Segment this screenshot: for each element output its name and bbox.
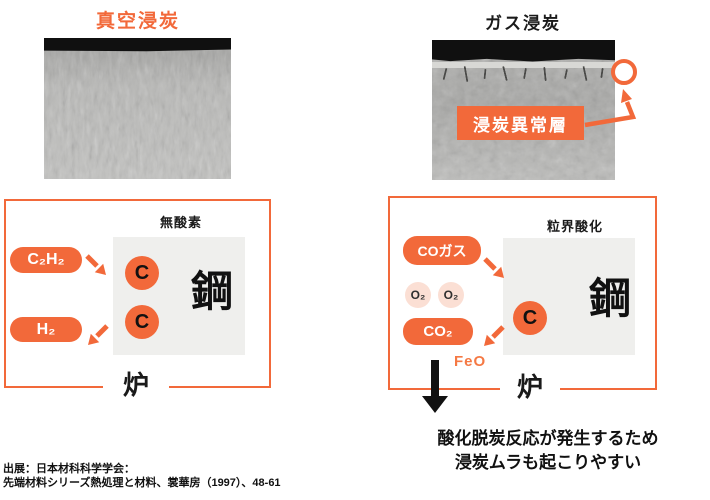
arrow-down-right-icon xyxy=(85,254,106,275)
acetylene-gas-pill: C₂H₂ xyxy=(10,247,82,273)
citation-line: 出展：日本材科科学学会： xyxy=(3,463,135,475)
furnace-label: 炉 xyxy=(500,370,560,406)
atmosphere-label: 粒界酸化 xyxy=(546,219,603,234)
steel-label: 鋼 xyxy=(588,275,631,322)
oxygen-molecule: O₂ xyxy=(438,282,464,308)
consequence-down-arrow-icon xyxy=(422,360,448,413)
abnormal-layer-label: 浸炭異常層 xyxy=(457,106,584,140)
annotation-arrow-icon xyxy=(584,89,637,128)
defect-marker-circle-icon xyxy=(611,59,637,85)
arrow-down-right-icon xyxy=(483,257,504,278)
co2-gas-pill: CO₂ xyxy=(403,318,473,345)
arrow-down-left-icon xyxy=(88,324,109,345)
gas-carburizing-title: ガス浸炭 xyxy=(485,14,561,33)
carbon-atom: C xyxy=(513,301,547,335)
citation-line: 先端材料シリーズ熱処理と材料、裳華房（1997）、48-61 xyxy=(3,477,281,489)
steel-block: 鋼 C xyxy=(503,238,635,355)
gas-carburizing-caption: 酸化脱炭反応が発生するため 浸炭ムラも起こりやすい xyxy=(398,427,698,475)
co-gas-pill: COガス xyxy=(403,236,481,265)
specimen-edge-band xyxy=(432,40,615,62)
micrograph-grain-texture xyxy=(44,38,231,179)
oxygen-molecule: O₂ xyxy=(405,282,431,308)
furnace-label: 炉 xyxy=(103,368,169,404)
steel-block: 鋼 C C xyxy=(113,237,245,355)
steel-label: 鋼 xyxy=(190,268,233,315)
hydrogen-gas-pill: H₂ xyxy=(10,317,82,342)
vacuum-carburizing-micrograph xyxy=(44,38,231,179)
carbon-atom: C xyxy=(125,256,159,290)
atmosphere-label: 無酸素 xyxy=(159,215,202,230)
source-citation: 出展：日本材科科学学会： 先端材料シリーズ熱処理と材料、裳華房（1997）、48… xyxy=(3,462,281,490)
carbon-atom: C xyxy=(125,305,159,339)
caption-line: 浸炭ムラも起こりやすい xyxy=(454,453,642,472)
vacuum-furnace-diagram: 無酸素 鋼 C C C₂H₂ H₂ xyxy=(4,199,271,388)
arrow-down-left-icon xyxy=(484,325,505,346)
gas-furnace-diagram: 粒界酸化 鋼 C COガス O₂ O₂ CO₂ FeO xyxy=(388,196,657,390)
feo-byproduct-label: FeO xyxy=(454,353,487,370)
abnormal-layer-strip xyxy=(432,62,615,68)
vacuum-carburizing-title: 真空浸炭 xyxy=(95,11,180,32)
specimen-edge-band xyxy=(44,38,231,52)
caption-line: 酸化脱炭反応が発生するため xyxy=(437,429,659,448)
